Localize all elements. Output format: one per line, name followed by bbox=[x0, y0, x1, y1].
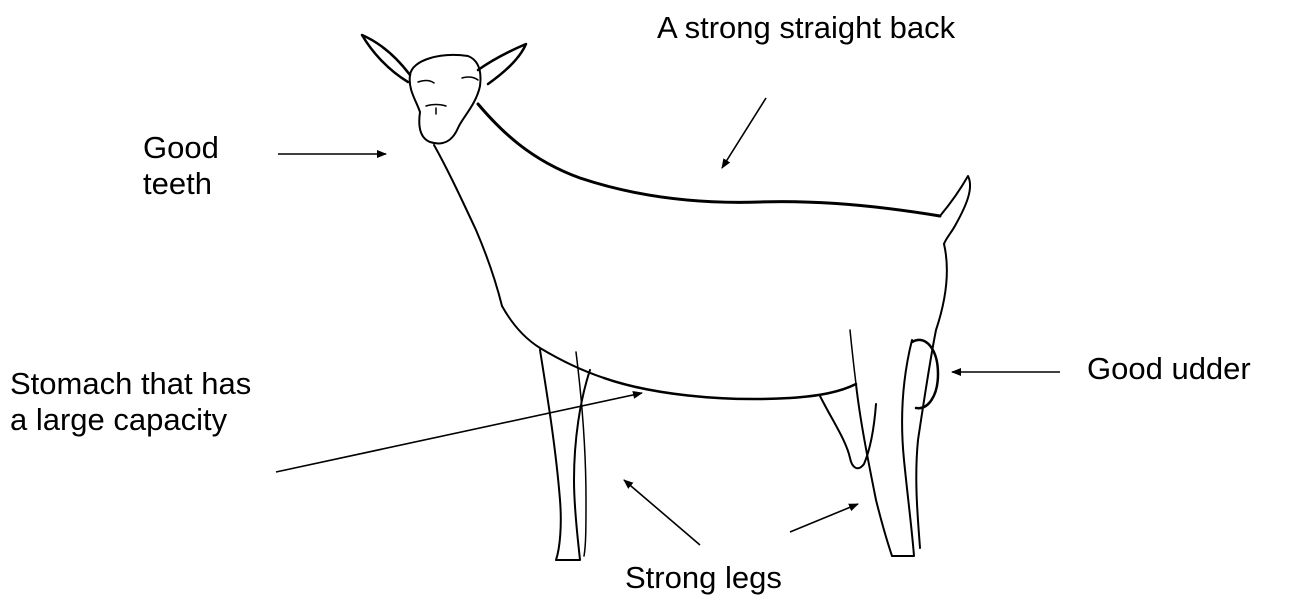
label-stomach-line2: a large capacity bbox=[10, 402, 251, 438]
goat-head bbox=[410, 55, 481, 143]
label-strong-back: A strong straight back bbox=[657, 10, 955, 46]
goat-front-leg-left bbox=[540, 350, 590, 560]
goat-chest bbox=[502, 306, 604, 378]
label-good-teeth-line2: teeth bbox=[143, 166, 219, 202]
label-good-udder: Good udder bbox=[1087, 351, 1251, 387]
goat-drawing bbox=[362, 35, 970, 560]
label-good-teeth-line1: Good bbox=[143, 130, 219, 166]
goat-left-ear bbox=[362, 35, 410, 82]
goat-belly bbox=[604, 378, 856, 399]
goat-neck-front bbox=[434, 145, 502, 306]
goat-right-ear bbox=[478, 44, 526, 84]
label-stomach: Stomach that has a large capacity bbox=[10, 366, 251, 438]
goat-tail bbox=[940, 176, 970, 244]
goat-nose bbox=[426, 105, 446, 115]
goat-hind-leg-left bbox=[856, 340, 914, 556]
label-strong-legs-text: Strong legs bbox=[625, 560, 782, 596]
goat-thigh-line bbox=[850, 330, 856, 384]
goat-rump bbox=[916, 244, 947, 548]
label-stomach-line1: Stomach that has bbox=[10, 366, 251, 402]
goat-eyes bbox=[418, 77, 478, 83]
label-good-teeth: Good teeth bbox=[143, 130, 219, 202]
arrow-back bbox=[722, 98, 766, 168]
arrows bbox=[276, 98, 1060, 545]
arrow-legs-right bbox=[790, 504, 858, 532]
label-good-udder-text: Good udder bbox=[1087, 351, 1251, 387]
goat-front-leg-right bbox=[576, 352, 586, 556]
arrow-legs-left bbox=[624, 480, 700, 545]
arrow-stomach bbox=[276, 393, 642, 472]
label-strong-back-text: A strong straight back bbox=[657, 10, 955, 46]
goat-back bbox=[478, 104, 940, 216]
label-strong-legs: Strong legs bbox=[625, 560, 782, 596]
